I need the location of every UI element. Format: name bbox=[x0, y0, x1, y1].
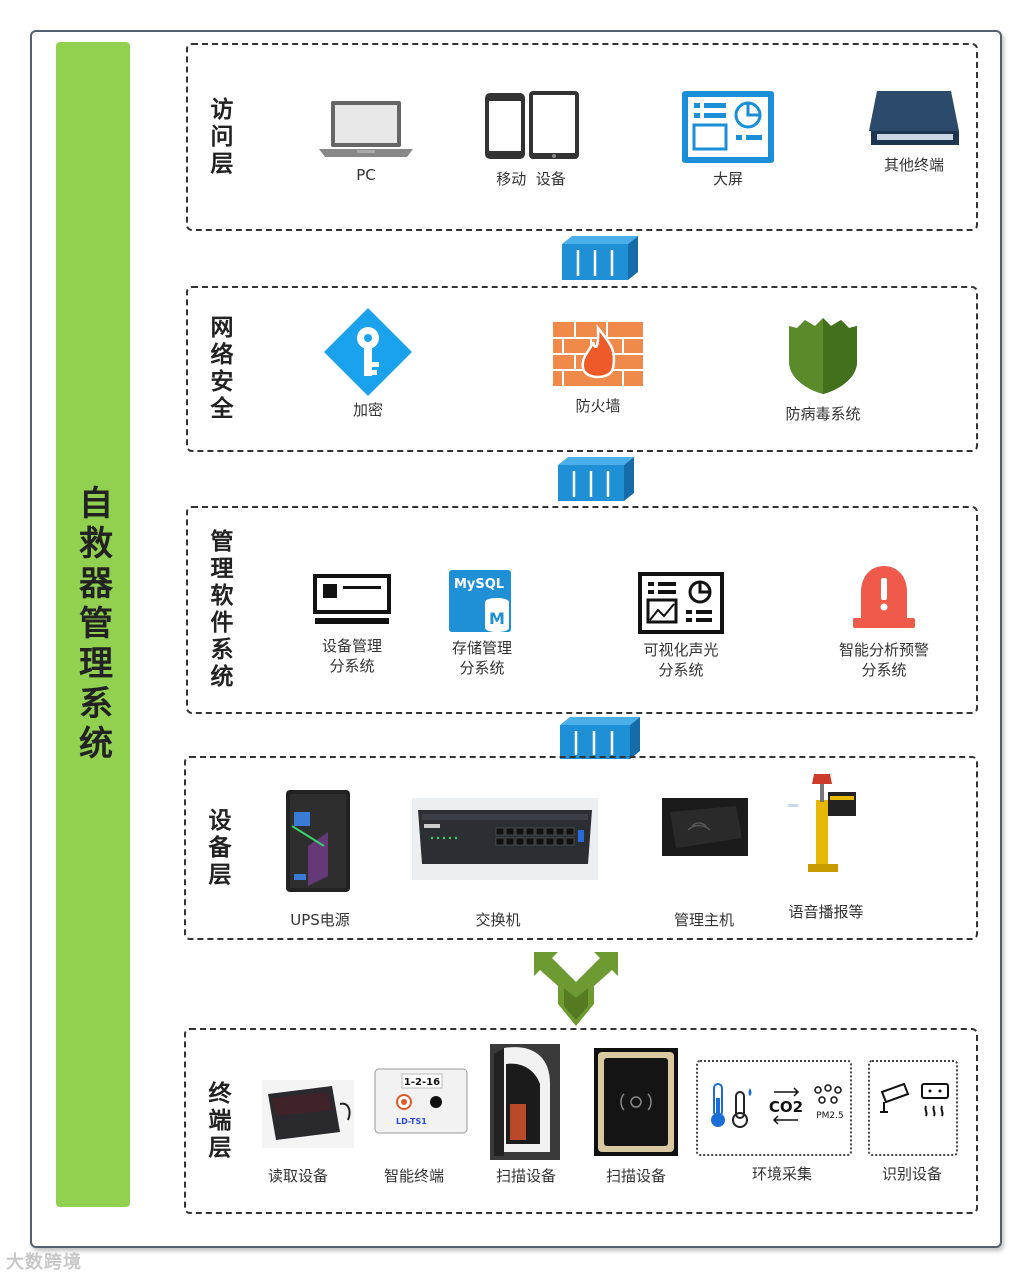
device-layer-label: 设备层 bbox=[204, 807, 230, 889]
terminal-layer-label-wrap: 终端层 bbox=[200, 1030, 234, 1212]
bigscreen-item: 大屏 bbox=[678, 89, 778, 189]
reader-image bbox=[262, 1080, 354, 1148]
device-mgmt-item: 设备管理 分系统 bbox=[300, 574, 404, 676]
firewall-label: 防火墙 bbox=[575, 397, 621, 415]
mobile-label: 移动 设备 bbox=[496, 170, 566, 188]
mysql-text: MySQL bbox=[454, 577, 504, 592]
reader-label: 读取设备 bbox=[267, 1167, 328, 1185]
access-layer-label-wrap: 访问层 bbox=[202, 45, 236, 229]
mysql-database-icon: MySQL M bbox=[449, 570, 511, 632]
data-channel-icon-3 bbox=[560, 717, 640, 759]
identify-box bbox=[868, 1060, 958, 1156]
thermometer-icon bbox=[711, 1083, 752, 1128]
bidirectional-arrow-icon bbox=[534, 952, 618, 1026]
storage-mgmt-item: MySQL M 存储管理 分系统 bbox=[430, 568, 534, 678]
device-panel-icon bbox=[313, 574, 391, 624]
pc-item: PC bbox=[316, 97, 416, 185]
speaker-label: 语音播报等 bbox=[788, 903, 864, 921]
bigscreen-label: 大屏 bbox=[712, 170, 743, 188]
software-layer-label: 管理软件系统 bbox=[206, 529, 232, 691]
terminal-display-text: 1-2-16 bbox=[404, 1077, 440, 1088]
device-layer: 设备层 UPS电源 交换机 管理主机 bbox=[184, 756, 978, 940]
alarm-light-icon bbox=[853, 566, 915, 628]
dashboard-screen-icon bbox=[682, 91, 774, 163]
outer-frame bbox=[30, 30, 1002, 1248]
terminal-model-text: LD-TS1 bbox=[396, 1117, 427, 1126]
antivirus-label: 防病毒系统 bbox=[785, 405, 861, 423]
smart-alarm-label: 智能分析预警 分系统 bbox=[838, 641, 929, 679]
pm25-icon: PM2.5 bbox=[814, 1084, 844, 1121]
pm25-text: PM2.5 bbox=[816, 1111, 844, 1121]
encrypt-item: 加密 bbox=[318, 306, 418, 420]
shield-icon bbox=[789, 318, 857, 394]
software-layer: 管理软件系统 设备管理 分系统 MySQL M 存储管理 分系统 bbox=[186, 506, 978, 714]
storage-mgmt-label: 存储管理 分系统 bbox=[451, 639, 512, 677]
ups-label: UPS电源 bbox=[290, 911, 350, 929]
scanner1-label: 扫描设备 bbox=[495, 1167, 556, 1185]
switch-label: 交换机 bbox=[475, 911, 521, 929]
env-collection-box: CO2 PM2.5 bbox=[696, 1060, 852, 1156]
device-layer-label-wrap: 设备层 bbox=[200, 758, 234, 938]
dashboard-monitor-icon bbox=[638, 572, 724, 634]
firewall-item: 防火墙 bbox=[548, 320, 648, 416]
device-mgmt-label: 设备管理 分系统 bbox=[321, 637, 382, 675]
mobile-item: 移动 设备 bbox=[476, 89, 586, 189]
system-title-bar: 自救器管理系统 bbox=[56, 42, 130, 1207]
data-channel-icon-2 bbox=[558, 457, 634, 501]
visual-av-label: 可视化声光 分系统 bbox=[643, 641, 719, 679]
scanner2-label: 扫描设备 bbox=[605, 1167, 666, 1185]
other-terminal-item: 其他终端 bbox=[864, 87, 964, 175]
terminal-layer-label: 终端层 bbox=[204, 1080, 230, 1162]
system-title: 自救器管理系统 bbox=[72, 484, 113, 765]
access-layer-label: 访问层 bbox=[206, 96, 232, 178]
camera-face-scan-icon bbox=[880, 1082, 949, 1117]
identify-label: 识别设备 bbox=[881, 1165, 942, 1183]
speaker-image bbox=[788, 774, 856, 872]
host-label: 管理主机 bbox=[673, 911, 734, 929]
switch-image bbox=[412, 798, 598, 880]
smart-alarm-item: 智能分析预警 分系统 bbox=[824, 562, 944, 680]
software-layer-label-wrap: 管理软件系统 bbox=[202, 508, 236, 712]
phone-tablet-icon bbox=[485, 91, 579, 159]
scanner1-image bbox=[490, 1044, 560, 1160]
encrypt-label: 加密 bbox=[352, 401, 383, 419]
scanner-terminal-icon bbox=[869, 91, 959, 145]
env-label: 环境采集 bbox=[751, 1165, 812, 1183]
ups-image bbox=[286, 790, 350, 892]
firewall-icon bbox=[553, 322, 643, 386]
pc-label: PC bbox=[356, 166, 376, 184]
other-terminal-label: 其他终端 bbox=[883, 156, 944, 174]
visual-av-item: 可视化声光 分系统 bbox=[626, 572, 736, 680]
terminal-layer: 终端层 读取设备 1-2-16 LD-TS1 智能终端 扫描设备 扫描设备 bbox=[184, 1028, 978, 1214]
security-layer: 网络安全 加密 防火墙 bbox=[186, 286, 978, 452]
co2-text: CO2 bbox=[769, 1098, 803, 1116]
smart-terminal-label: 智能终端 bbox=[383, 1167, 444, 1185]
access-layer: 访问层 PC 移动 设备 大屏 bbox=[186, 43, 978, 231]
co2-icon: CO2 bbox=[769, 1087, 803, 1125]
host-image bbox=[662, 798, 748, 856]
watermark: 大数跨境 bbox=[6, 1252, 82, 1273]
antivirus-item: 防病毒系统 bbox=[773, 316, 873, 424]
security-layer-label-wrap: 网络安全 bbox=[202, 288, 236, 450]
smart-terminal-image: 1-2-16 LD-TS1 bbox=[374, 1068, 468, 1134]
key-icon bbox=[324, 308, 412, 396]
mysql-m-text: M bbox=[489, 609, 505, 628]
data-channel-icon-1 bbox=[562, 236, 638, 280]
scanner2-image bbox=[594, 1048, 678, 1156]
security-layer-label: 网络安全 bbox=[206, 315, 232, 423]
laptop-icon bbox=[319, 101, 413, 157]
